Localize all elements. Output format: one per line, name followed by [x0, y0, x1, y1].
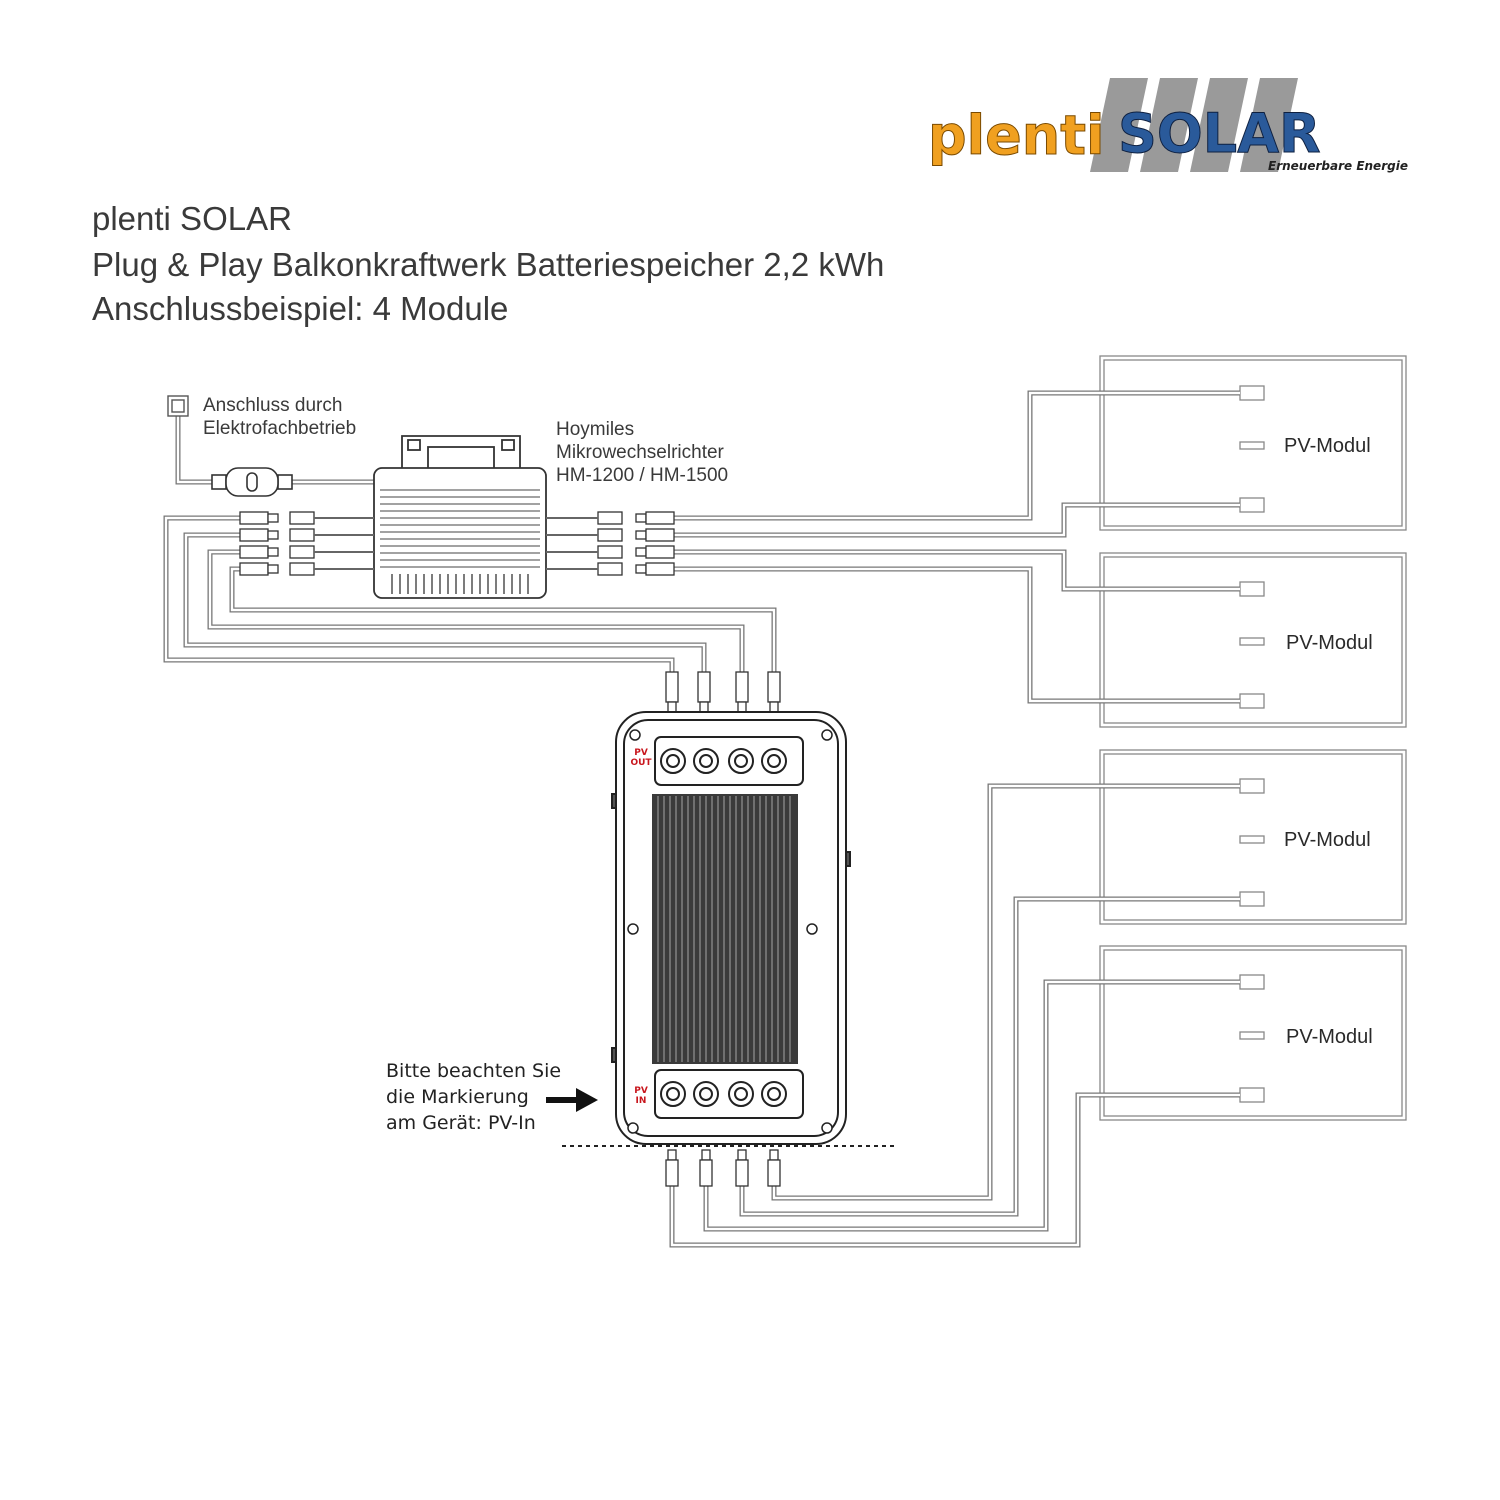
pv-module-1-label: PV-Modul	[1284, 435, 1371, 457]
grid-connection-label-1: Anschluss durch	[203, 395, 343, 416]
grid-connection-label-2: Elektrofachbetrieb	[203, 418, 357, 439]
brand-logo: plenti SOLAR Erneuerbare Energie	[928, 78, 1408, 173]
page-title-example: Anschlussbeispiel: 4 Module	[92, 290, 509, 327]
microinverter-vents	[391, 574, 529, 594]
pv-module-2-label: PV-Modul	[1286, 632, 1373, 654]
inverter-label-1: Hoymiles	[556, 419, 635, 440]
battery-pv-in-label: PV IN	[634, 1086, 648, 1106]
inverter-label-2: Mikrowechselrichter	[556, 442, 724, 463]
mc4-connector-icon	[665, 1149, 781, 1187]
inline-fuse-icon	[211, 467, 293, 497]
page-title-brand: plenti SOLAR	[92, 200, 292, 237]
note-line-2: die Markierung	[386, 1086, 529, 1108]
note-line-3: am Gerät: PV-In	[386, 1112, 536, 1134]
note-line-1: Bitte beachten Sie	[386, 1060, 562, 1082]
battery-ports	[660, 748, 787, 1107]
battery-pv-out-label: PV OUT	[630, 748, 652, 768]
pv-module-3-label: PV-Modul	[1284, 829, 1371, 851]
plug-socket-icon	[167, 395, 189, 417]
battery-heatsink	[652, 794, 798, 1064]
cables	[163, 390, 1240, 1248]
pv-module-4-frame	[1099, 945, 1407, 1121]
inverter-label-3: HM-1200 / HM-1500	[556, 465, 729, 486]
pv-module-4-label: PV-Modul	[1286, 1026, 1373, 1048]
mc4-connector-icon	[665, 671, 781, 713]
page-title-product: Plug & Play Balkonkraftwerk Batteriespei…	[92, 246, 885, 283]
arrow-right-icon	[546, 1088, 598, 1112]
svg-text:plenti: plenti	[928, 104, 1105, 167]
mc4-connector-icon	[239, 511, 315, 576]
svg-text:SOLAR: SOLAR	[1118, 102, 1321, 165]
svg-text:Erneuerbare Energie: Erneuerbare Energie	[1268, 159, 1408, 173]
microinverter-fins	[380, 489, 540, 568]
battery-screws	[627, 729, 833, 1134]
mc4-connector-icon	[597, 511, 675, 576]
microinverter-body	[373, 435, 547, 599]
pv-module-2-frame	[1099, 552, 1407, 728]
